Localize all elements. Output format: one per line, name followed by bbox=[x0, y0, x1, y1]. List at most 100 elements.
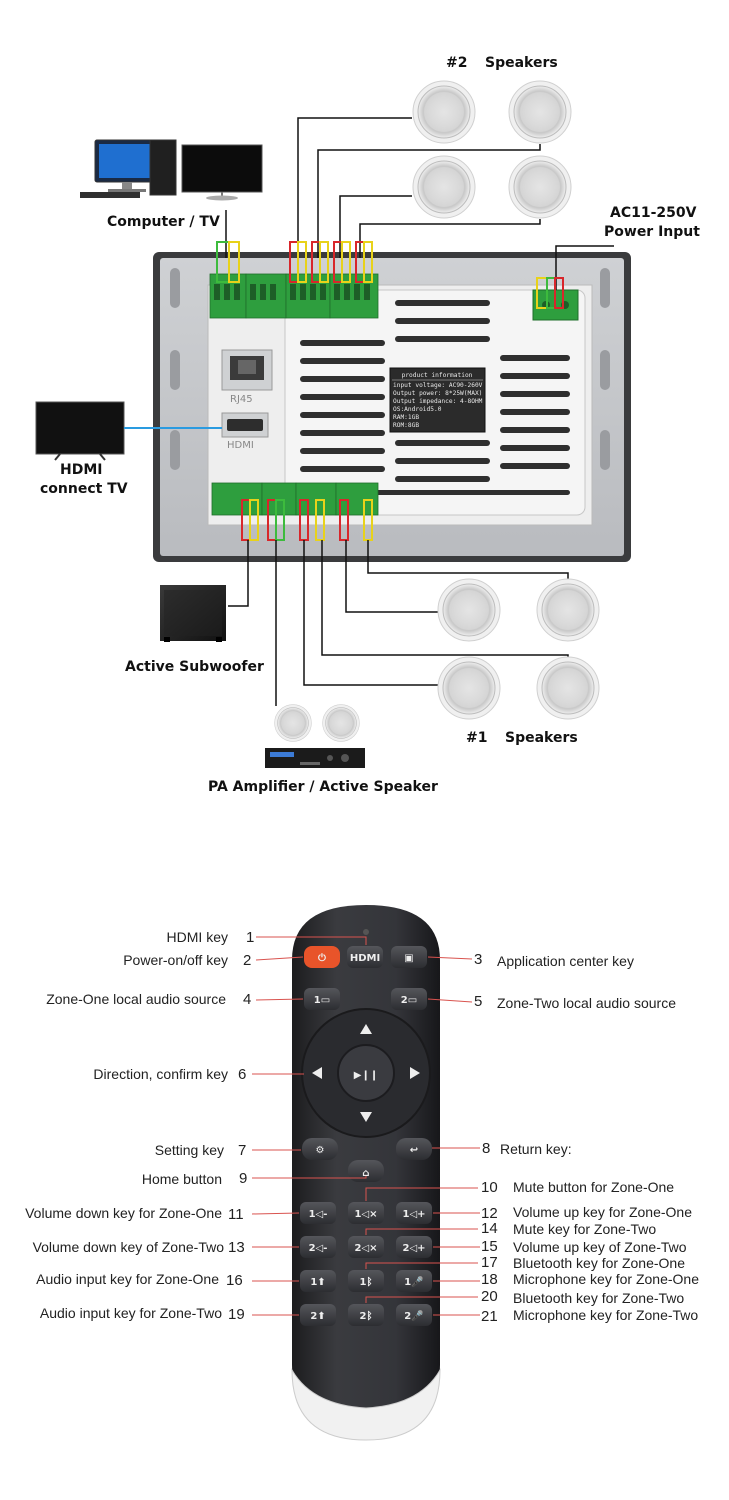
bottom-terminals bbox=[211, 482, 379, 516]
callout-num-14: 14 bbox=[481, 1220, 498, 1237]
z1-volume-up-button[interactable] bbox=[396, 1202, 432, 1224]
z2-volume-down-button[interactable] bbox=[300, 1236, 336, 1258]
z2-bluetooth-button[interactable] bbox=[348, 1304, 384, 1326]
z2-volume-up-label: 2◁+ bbox=[402, 1243, 425, 1254]
wiring-diagram: #2 Speakers Computer / TV AC11-250V Powe… bbox=[35, 55, 700, 795]
callout-label-3: Application center key bbox=[497, 953, 634, 969]
callout-num-20: 20 bbox=[481, 1288, 498, 1305]
z1-mute-label: 1◁× bbox=[354, 1209, 377, 1220]
callout-num-2: 2 bbox=[243, 952, 251, 969]
callout-num-13: 13 bbox=[228, 1239, 245, 1256]
hdmi-tv-icon bbox=[35, 401, 125, 461]
zone2-source-button[interactable] bbox=[391, 988, 427, 1010]
speakers-2-number: #2 bbox=[446, 55, 467, 71]
product-info-line: input voltage: AC90-260V bbox=[393, 382, 483, 389]
z2-volume-down-label: 2◁- bbox=[309, 1243, 328, 1254]
power-button[interactable] bbox=[304, 946, 340, 968]
callout-num-21: 21 bbox=[481, 1308, 498, 1325]
return-button[interactable] bbox=[396, 1138, 432, 1160]
callout-label-18: Microphone key for Zone-One bbox=[513, 1271, 699, 1287]
z1-mic-button[interactable] bbox=[396, 1270, 432, 1292]
zone1-source-button[interactable] bbox=[304, 988, 340, 1010]
home-button[interactable] bbox=[348, 1160, 384, 1182]
product-info-line: Output impedance: 4-8OHM bbox=[393, 398, 483, 405]
callout-label-17: Bluetooth key for Zone-One bbox=[513, 1255, 685, 1271]
callout-label-11: Volume down key for Zone-One bbox=[25, 1205, 222, 1221]
callout-labels: HDMI key 1 Power-on/off key 2 3 Applicat… bbox=[25, 929, 699, 1325]
z1-bluetooth-button[interactable] bbox=[348, 1270, 384, 1292]
play-pause-icon: ▶❙❙ bbox=[354, 1070, 378, 1081]
hdmi-port-label: HDMI bbox=[227, 440, 254, 451]
z2-mic-label: 2🎤 bbox=[404, 1309, 424, 1322]
up-arrow-icon[interactable] bbox=[360, 1024, 372, 1034]
right-arrow-icon[interactable] bbox=[410, 1067, 420, 1079]
remote-grid: 1◁- 1◁× 1◁+ 2◁- 2◁× 2◁+ 1⬆ 1ᛒ 1🎤 2⬆ 2ᛒ 2… bbox=[300, 1202, 432, 1326]
speakers-1-label: Speakers bbox=[505, 730, 578, 746]
zone2-source-label: 2▭ bbox=[401, 995, 417, 1006]
apps-button[interactable] bbox=[391, 946, 427, 968]
callout-num-17: 17 bbox=[481, 1254, 498, 1271]
z1-volume-up-label: 1◁+ bbox=[402, 1209, 425, 1220]
product-info-line: OS:Android5.0 bbox=[393, 406, 442, 413]
callout-label-2: Power-on/off key bbox=[123, 952, 228, 968]
z2-volume-up-button[interactable] bbox=[396, 1236, 432, 1258]
hdmi-port: HDMI bbox=[221, 412, 269, 451]
callout-label-15: Volume up key of Zone-Two bbox=[513, 1239, 687, 1255]
vents bbox=[300, 300, 570, 495]
z2-input-button[interactable] bbox=[300, 1304, 336, 1326]
speaker-1c bbox=[437, 656, 501, 720]
hdmi-button-label: HDMI bbox=[350, 953, 380, 964]
hdmi-button[interactable] bbox=[347, 946, 383, 968]
callout-label-10: Mute button for Zone-One bbox=[513, 1179, 674, 1195]
subwoofer-icon bbox=[160, 585, 226, 642]
power-input-line1: AC11-250V bbox=[610, 205, 697, 221]
power-input-line2: Power Input bbox=[604, 224, 700, 240]
hdmi-tv-line2: connect TV bbox=[40, 481, 128, 497]
home-icon: ⌂ bbox=[362, 1168, 369, 1179]
remote-base bbox=[291, 1368, 441, 1441]
speaker-1b bbox=[536, 578, 600, 642]
callout-label-9: Home button bbox=[142, 1171, 222, 1187]
z1-input-label: 1⬆ bbox=[310, 1277, 325, 1288]
left-arrow-icon[interactable] bbox=[312, 1067, 322, 1079]
callout-num-5: 5 bbox=[474, 993, 482, 1010]
pa-amplifier-icon bbox=[265, 748, 365, 768]
return-icon: ↩ bbox=[410, 1145, 418, 1156]
callout-label-7: Setting key bbox=[155, 1142, 224, 1158]
callout-num-18: 18 bbox=[481, 1271, 498, 1288]
z2-mute-button[interactable] bbox=[348, 1236, 384, 1258]
callout-num-10: 10 bbox=[481, 1179, 498, 1196]
pa-amplifier-label: PA Amplifier / Active Speaker bbox=[208, 779, 438, 795]
pa-speaker-b bbox=[322, 704, 360, 742]
callout-num-16: 16 bbox=[226, 1272, 243, 1289]
callout-num-3: 3 bbox=[474, 951, 482, 968]
z1-volume-down-button[interactable] bbox=[300, 1202, 336, 1224]
speaker-2b bbox=[508, 80, 572, 144]
product-info-line: ROM:8GB bbox=[393, 422, 419, 429]
callout-num-1: 1 bbox=[246, 929, 254, 946]
callout-label-21: Microphone key for Zone-Two bbox=[513, 1307, 698, 1323]
product-info-line: RAM:1GB bbox=[393, 414, 419, 421]
computer-tv-label: Computer / TV bbox=[107, 214, 220, 230]
remote-diagram: ⏻ HDMI ▣ 1▭ 2▭ ▶❙❙ ⚙ ↩ ⌂ 1◁- 1◁× bbox=[25, 905, 699, 1441]
rj45-port: RJ45 bbox=[221, 349, 273, 405]
callout-num-11: 11 bbox=[228, 1206, 244, 1223]
bottom-wires bbox=[228, 499, 569, 706]
z1-bluetooth-label: 1ᛒ bbox=[360, 1276, 373, 1288]
setting-button[interactable] bbox=[302, 1138, 338, 1160]
callout-label-8: Return key: bbox=[500, 1141, 572, 1157]
callout-num-6: 6 bbox=[238, 1066, 246, 1083]
confirm-button[interactable] bbox=[337, 1044, 395, 1102]
z1-mute-button[interactable] bbox=[348, 1202, 384, 1224]
callout-label-13: Volume down key of Zone-Two bbox=[33, 1239, 225, 1255]
callout-num-4: 4 bbox=[243, 991, 251, 1008]
product-info-line: Output power: 8*25W(MAX) bbox=[393, 390, 482, 397]
callout-label-16: Audio input key for Zone-One bbox=[36, 1271, 219, 1287]
down-arrow-icon[interactable] bbox=[360, 1112, 372, 1122]
z2-mic-button[interactable] bbox=[396, 1304, 432, 1326]
pa-speaker-a bbox=[274, 704, 312, 742]
z1-volume-down-label: 1◁- bbox=[309, 1209, 328, 1220]
z1-mic-label: 1🎤 bbox=[404, 1275, 424, 1288]
gear-icon: ⚙ bbox=[316, 1145, 325, 1156]
z1-input-button[interactable] bbox=[300, 1270, 336, 1292]
